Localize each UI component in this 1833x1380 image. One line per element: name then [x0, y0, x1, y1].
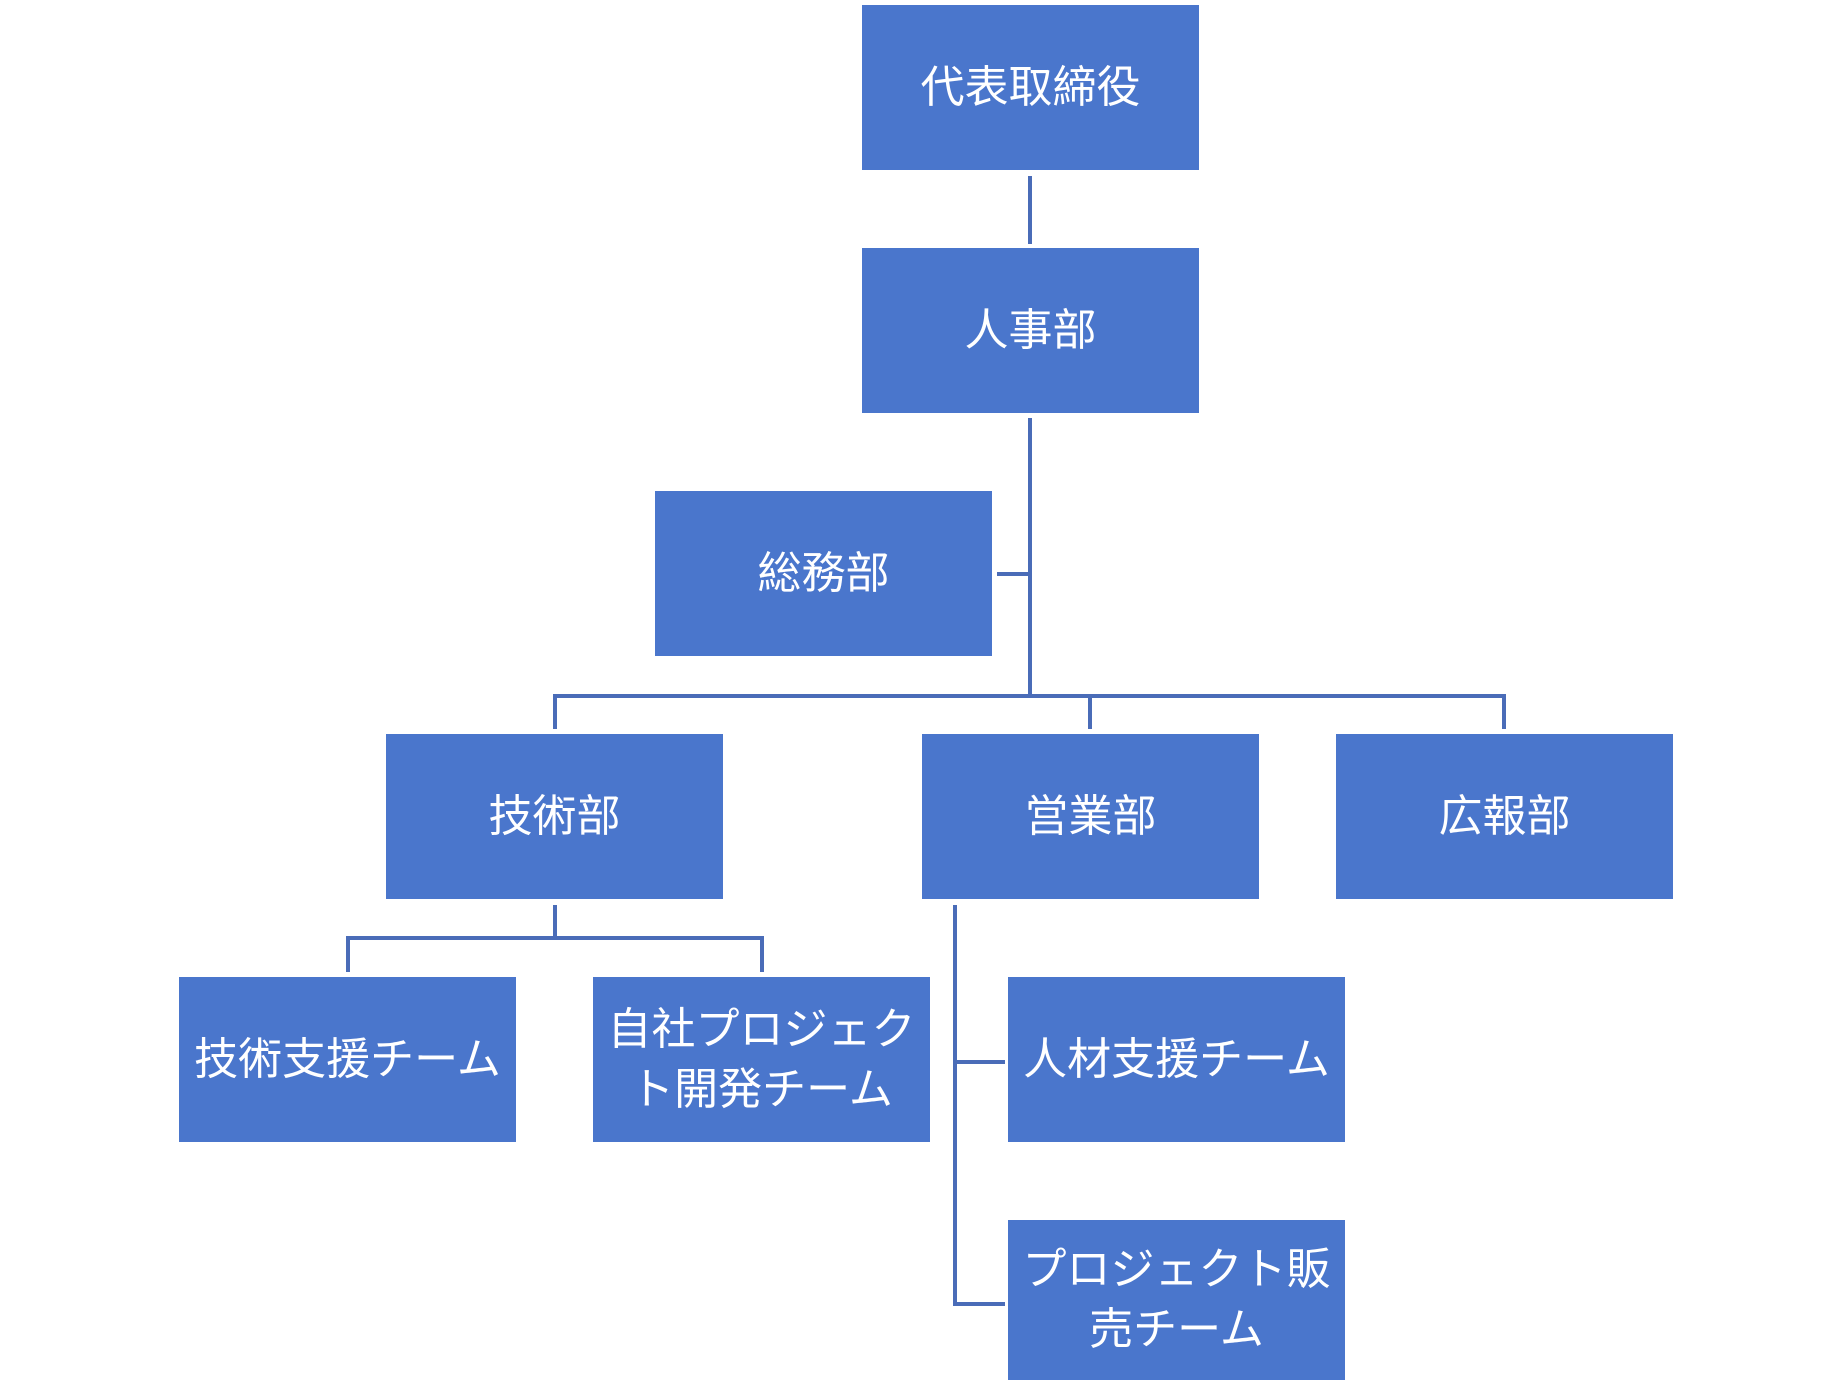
node-engineering-department: 技術部: [386, 734, 723, 899]
node-hr-department: 人事部: [862, 248, 1199, 413]
node-sales-department: 営業部: [922, 734, 1259, 899]
node-staffing-support-team: 人材支援チーム: [1008, 977, 1345, 1142]
node-tech-support-team: 技術支援チーム: [179, 977, 516, 1142]
node-general-affairs-department: 総務部: [655, 491, 992, 656]
node-ceo: 代表取締役: [862, 5, 1199, 170]
node-inhouse-project-team: 自社プロジェクト開発チーム: [593, 977, 930, 1142]
node-pr-department: 広報部: [1336, 734, 1673, 899]
node-project-sales-team: プロジェクト販売チーム: [1008, 1220, 1345, 1380]
